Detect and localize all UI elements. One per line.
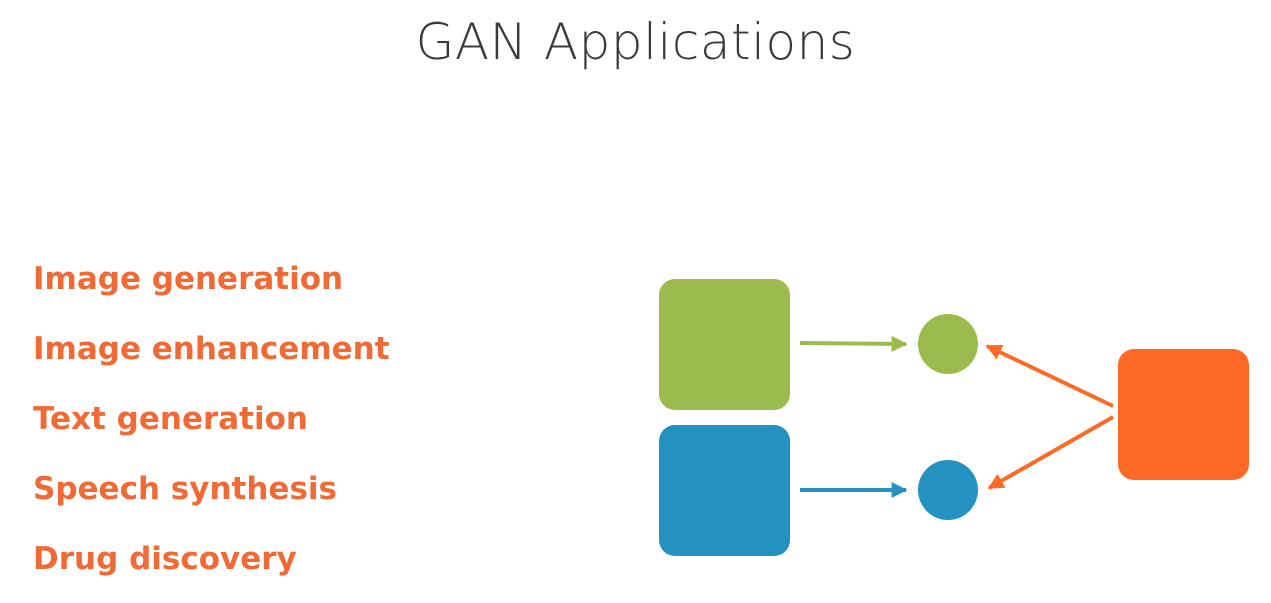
orange-arrow-lower <box>987 415 1114 490</box>
application-item-image-enhancement: Image enhancement <box>33 331 390 367</box>
green-circle <box>918 314 978 374</box>
application-item-image-generation: Image generation <box>33 261 344 297</box>
orange-arrow-upper <box>985 344 1114 408</box>
application-item-text-generation: Text generation <box>33 401 308 437</box>
orange-square <box>1118 349 1249 480</box>
slide-title: GAN Applications <box>415 13 856 71</box>
applications-list: Image generation Image enhancement Text … <box>33 254 390 603</box>
application-item-drug-discovery: Drug discovery <box>33 541 297 577</box>
application-item-speech-synthesis: Speech synthesis <box>33 471 337 507</box>
green-square <box>659 279 790 410</box>
blue-square <box>659 425 790 556</box>
green-arrow <box>799 335 908 352</box>
blue-circle <box>918 460 978 520</box>
